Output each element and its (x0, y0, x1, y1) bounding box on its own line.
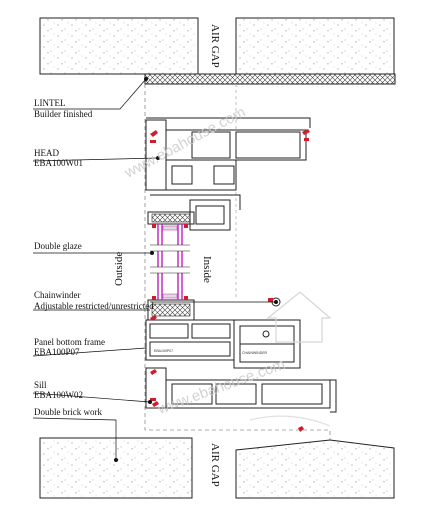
panel-seals (150, 298, 273, 321)
lintel-label: LINTEL (34, 98, 66, 108)
lintel-sub-label: Builder finished (34, 109, 93, 119)
sill-code-label: EBA100W02 (34, 390, 83, 400)
watermark-bottom: www.ebahouse.com (155, 356, 288, 418)
glass-seals (152, 224, 188, 300)
chainwinder-part-tag: CHAINWINDER (242, 351, 268, 355)
watermark-top: www.ebahouse.com (121, 103, 248, 182)
watermark-house-logo (266, 291, 332, 343)
inside-label: Inside (201, 256, 213, 283)
reveal-dashed-outline (144, 84, 331, 440)
air-gap-top-label: AIR GAP (209, 24, 221, 68)
watermark-swoosh (249, 415, 331, 427)
sill-label: Sill (34, 380, 47, 390)
bottom-brick-left (39, 437, 193, 499)
head-code-label: EBA100W01 (34, 158, 83, 168)
panel-bottom-code-label: EBA100P07 (34, 347, 80, 357)
air-gap-bottom-label: AIR GAP (209, 443, 221, 487)
top-brick-left (39, 17, 199, 75)
leader-lines (32, 78, 276, 460)
head-frame (145, 117, 311, 231)
outside-label: Outside (113, 252, 125, 286)
frame-part-tag: EBA100P07 (154, 349, 173, 353)
double-glaze-label: Double glaze (34, 241, 82, 251)
head-label: HEAD (34, 148, 59, 158)
sill-seals (150, 369, 304, 432)
head-seals (150, 129, 310, 143)
top-brick-right (235, 17, 395, 75)
brick-label: Double brick work (34, 407, 102, 417)
sill-frame (145, 367, 337, 413)
glass-unit (147, 211, 195, 321)
bottom-brick-right (235, 439, 395, 499)
chainwinder-label: Chainwinder (34, 290, 81, 300)
lintel-strip (144, 73, 396, 85)
chainwinder-sub-label: Adjustable restricted/unrestricted (34, 301, 154, 311)
panel-bottom-label: Panel bottom frame (34, 337, 105, 347)
panel-bottom-frame (145, 297, 301, 369)
